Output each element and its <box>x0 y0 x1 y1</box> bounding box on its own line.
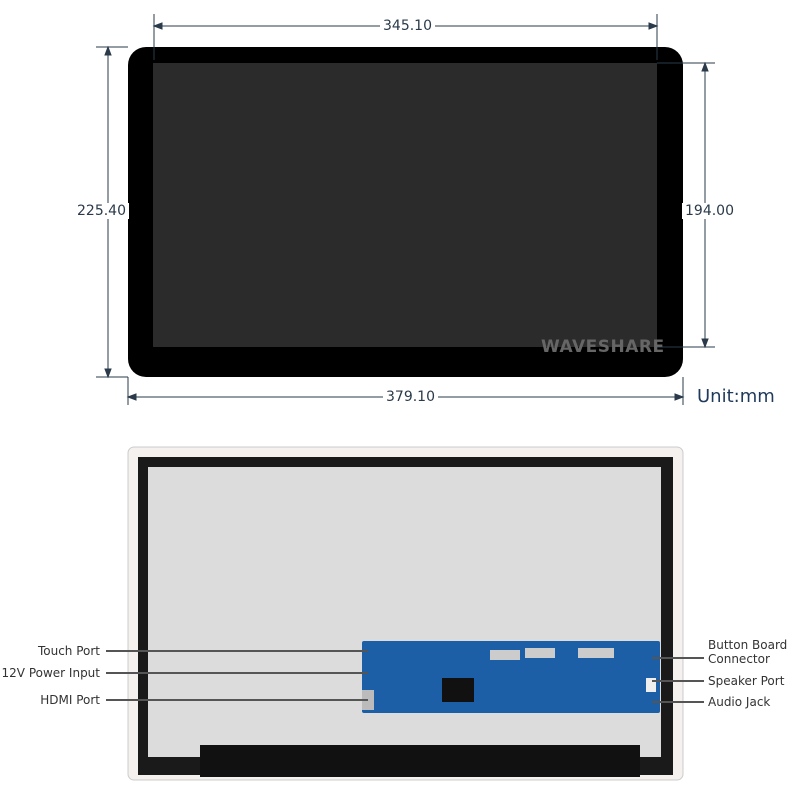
power-input-label: 12V Power Input <box>1 666 100 680</box>
dimension-lines <box>96 14 715 405</box>
screen-width-label: 345.10 <box>380 18 435 34</box>
display-screen <box>153 63 657 347</box>
callout-lines <box>106 650 704 703</box>
speaker-port-label: Speaker Port <box>708 674 785 688</box>
brand-watermark: WAVESHARE <box>541 337 665 357</box>
overall-width-label: 379.10 <box>383 389 438 405</box>
button-board-label-2: Connector <box>708 652 770 666</box>
overall-height-label: 225.40 <box>74 203 129 219</box>
touch-port-label: Touch Port <box>37 644 100 658</box>
audio-jack-label: Audio Jack <box>708 695 771 709</box>
hdmi-port-label: HDMI Port <box>40 693 100 707</box>
button-board-label-1: Button Board <box>708 638 788 652</box>
unit-label: Unit:mm <box>697 386 775 407</box>
screen-height-label: 194.00 <box>682 203 737 219</box>
driver-board <box>362 641 660 713</box>
